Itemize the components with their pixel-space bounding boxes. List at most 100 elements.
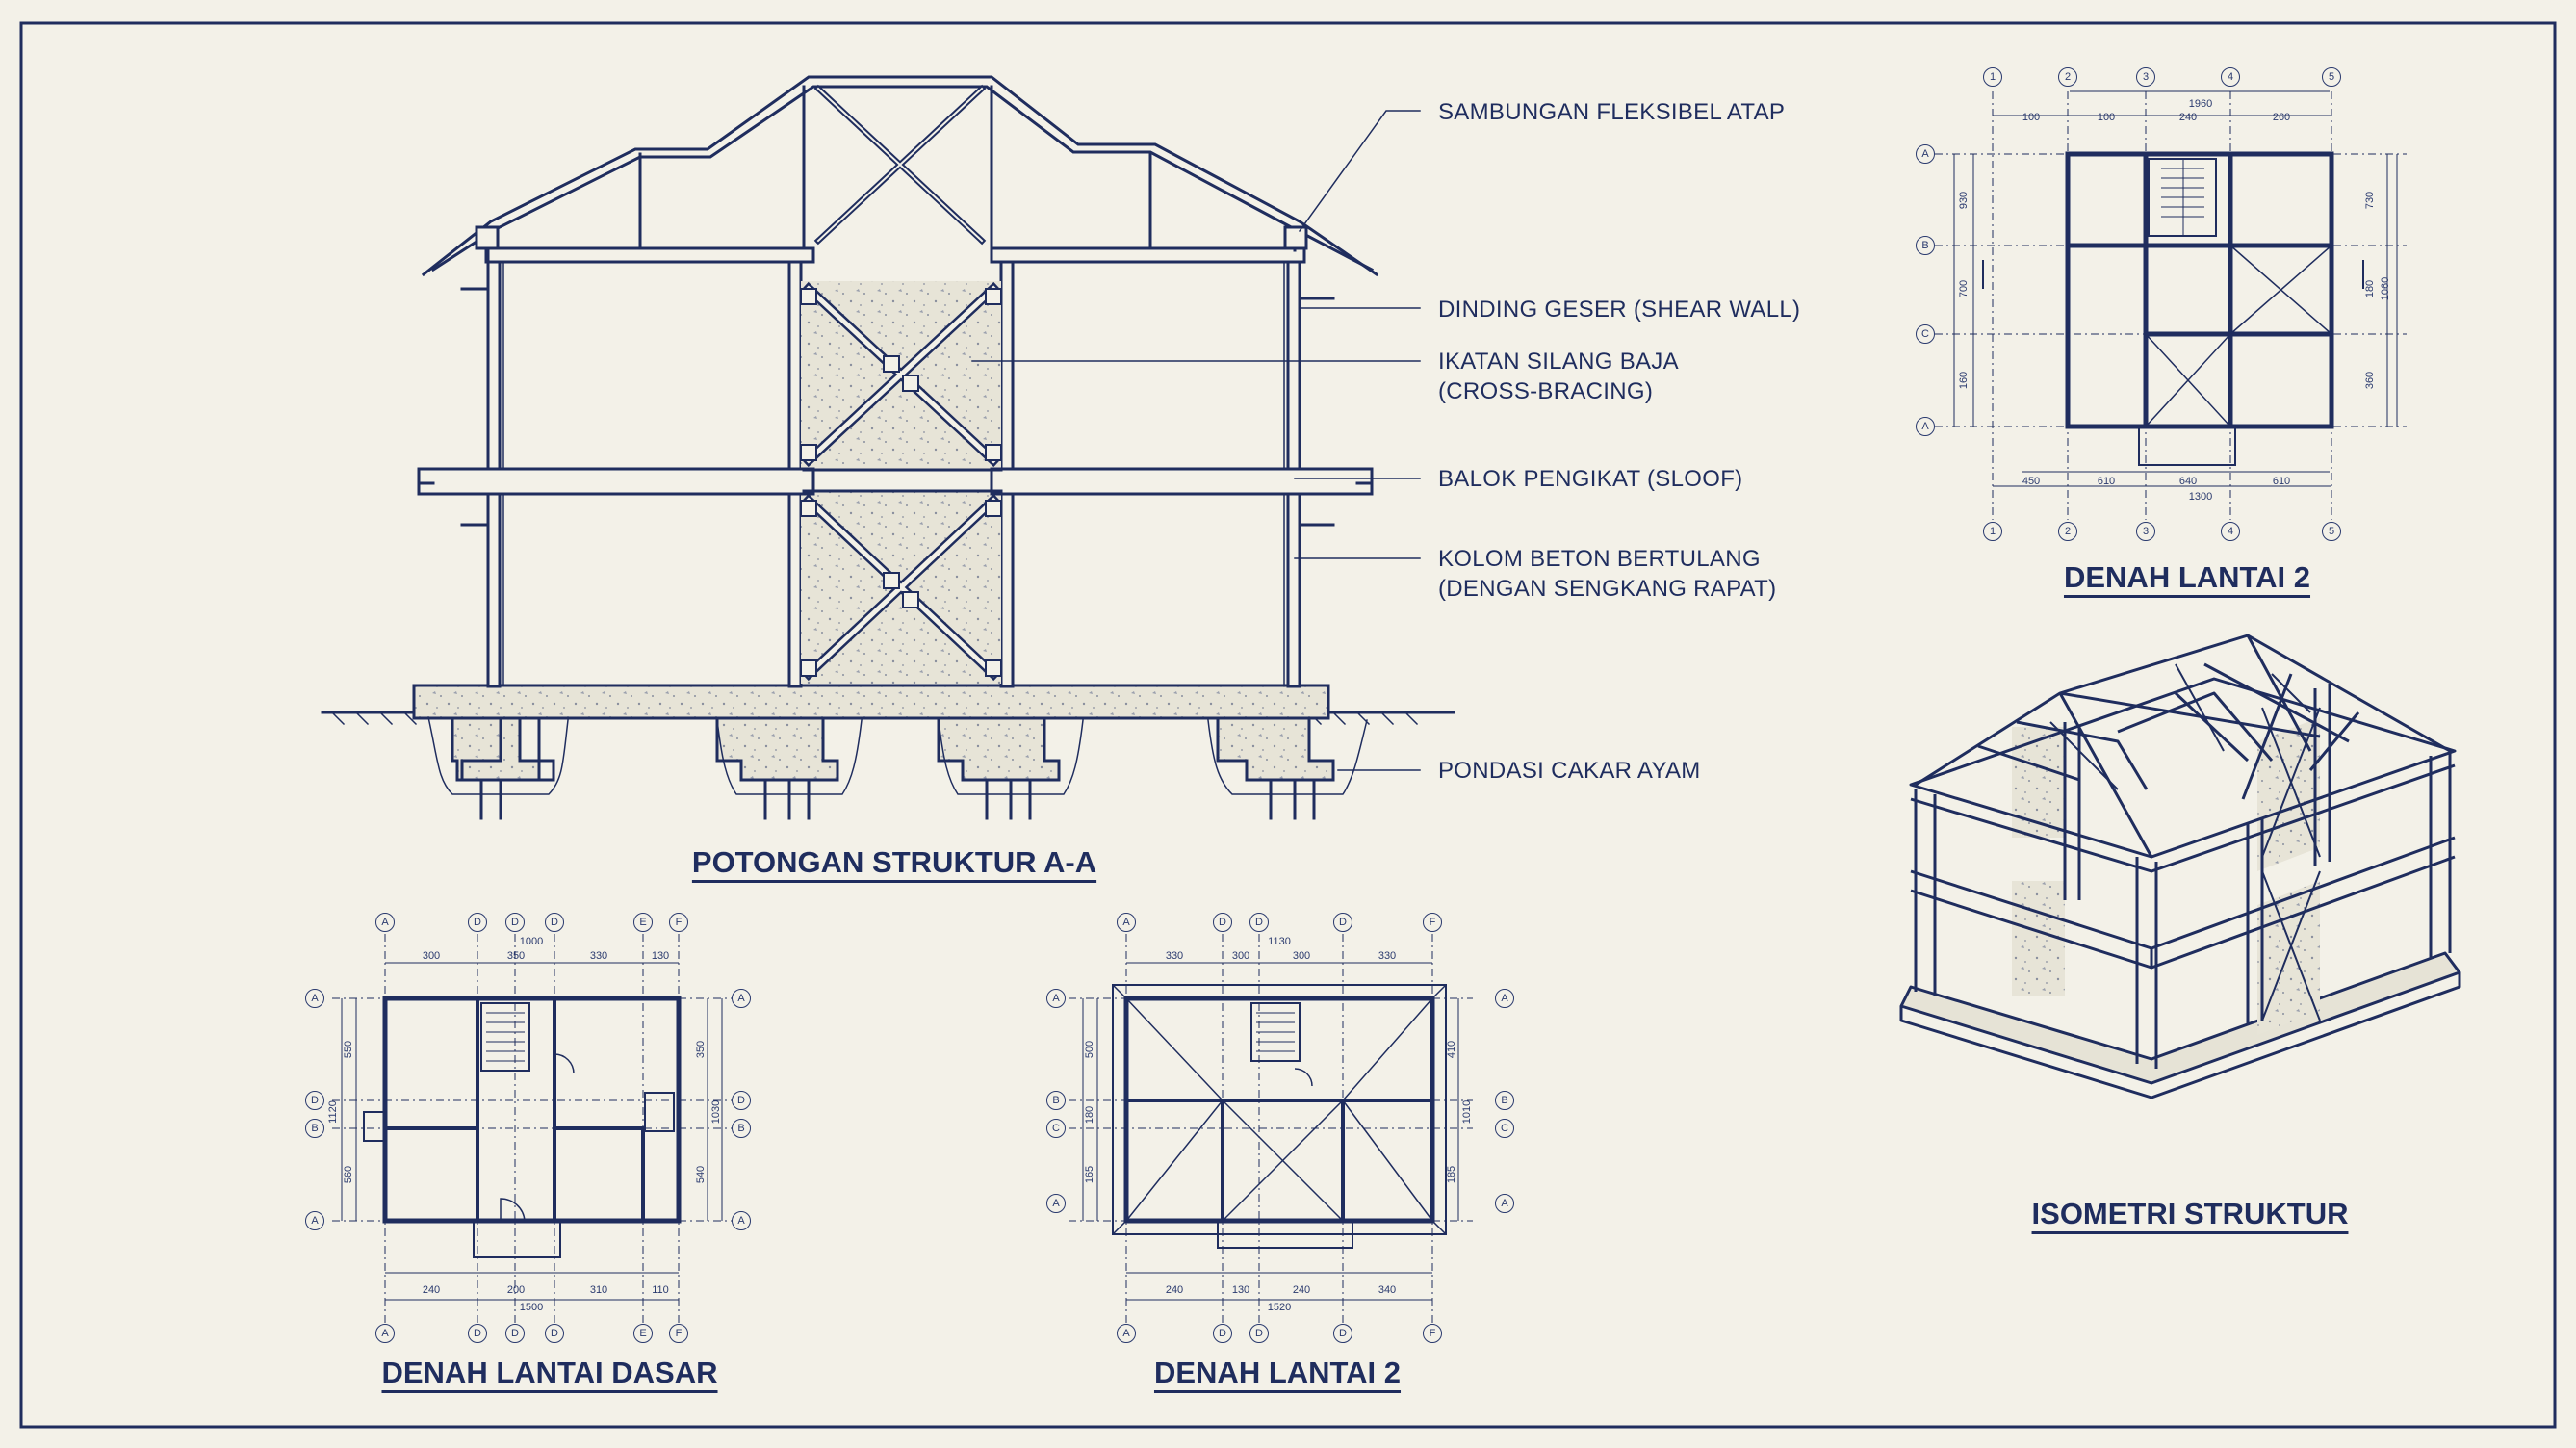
dim-overall-top: 1960: [2188, 98, 2213, 110]
grid-bubble: D: [1249, 913, 1269, 932]
grid-bubble: C: [1495, 1119, 1514, 1138]
dim-right: 350: [695, 1040, 707, 1059]
isometric-drawing: [1899, 634, 2461, 1099]
leaders: [971, 110, 1421, 771]
dim-left: 700: [1958, 279, 1970, 298]
grid-bubble: D: [545, 1324, 564, 1343]
dim-bottom: 130: [1231, 1284, 1250, 1296]
dim-top: 330: [1378, 950, 1397, 962]
plan-second-drawing: [1069, 934, 1473, 1338]
dim-bottom: 340: [1378, 1284, 1397, 1296]
grid-bubble: 3: [2136, 522, 2155, 541]
dim-top: 100: [2022, 112, 2041, 123]
section-drawing: [321, 75, 1455, 820]
shear-walls: [800, 281, 1002, 684]
grid-bubble: D: [1249, 1324, 1269, 1343]
grid-bubble: 1: [1983, 522, 2002, 541]
dim-bottom: 110: [652, 1284, 669, 1296]
dim-top: 330: [589, 950, 608, 962]
ground-slab: [412, 684, 1330, 720]
grid-bubble: A: [305, 989, 324, 1008]
label-tie-beam: BALOK PENGIKAT (SLOOF): [1438, 466, 1743, 492]
grid-bubble: 2: [2058, 67, 2077, 87]
grid-bubble: A: [1117, 1324, 1136, 1343]
dim-bottom: 240: [1292, 1284, 1311, 1296]
grid-bubble: B: [1495, 1091, 1514, 1110]
grid-bubble: D: [545, 913, 564, 932]
grid-bubble: D: [1333, 1324, 1352, 1343]
dim-right: 185: [1446, 1165, 1457, 1184]
grid-bubble: D: [468, 913, 487, 932]
dim-bottom: 310: [589, 1284, 608, 1296]
grid-bubble: B: [732, 1119, 751, 1138]
grid-bubble: F: [1423, 913, 1442, 932]
label-cross-bracing-en: (CROSS-BRACING): [1438, 378, 1654, 404]
dim-top: 300: [1231, 950, 1250, 962]
dim-left: 550: [343, 1040, 354, 1059]
dim-right: 540: [695, 1165, 707, 1184]
piles: [479, 778, 1316, 820]
grid-bubble: 5: [2322, 67, 2341, 87]
dim-overall-bottom: 1500: [519, 1302, 544, 1313]
grid-bubble: A: [375, 1324, 395, 1343]
dim-overall-bottom: 1520: [1267, 1302, 1292, 1313]
grid-bubble: C: [1046, 1119, 1066, 1138]
dim-right: 180: [2364, 279, 2376, 298]
dim-bottom: 610: [2272, 476, 2291, 487]
grid-bubble: E: [633, 1324, 653, 1343]
section-title: POTONGAN STRUKTUR A-A: [691, 845, 1097, 879]
dim-top: 240: [2178, 112, 2198, 123]
dim-left: 930: [1958, 191, 1970, 210]
dim-overall-right: 1010: [1461, 1099, 1473, 1125]
dim-right: 360: [2364, 371, 2376, 390]
label-column: KOLOM BETON BERTULANG: [1438, 546, 1761, 572]
dim-bottom: 640: [2178, 476, 2198, 487]
plan-second-title: DENAH LANTAI 2: [1153, 1356, 1402, 1389]
dim-top: 100: [2097, 112, 2116, 123]
grid-bubble: 4: [2221, 67, 2240, 87]
grid-bubble: A: [732, 1211, 751, 1230]
dim-overall-bottom: 1300: [2188, 491, 2213, 503]
footings: [451, 716, 1335, 782]
dim-bottom: 610: [2097, 476, 2116, 487]
dim-overall-right: 1060: [2380, 276, 2391, 301]
grid-bubble: F: [1423, 1324, 1442, 1343]
grid-bubble: D: [1213, 1324, 1232, 1343]
sheet-border: [19, 21, 2557, 1429]
iso-title: ISOMETRI STRUKTUR: [2031, 1197, 2349, 1230]
grid-bubble: F: [669, 1324, 688, 1343]
grid-bubble: B: [1046, 1091, 1066, 1110]
plan-ground-drawing: [332, 934, 741, 1338]
grid-bubble: A: [732, 989, 751, 1008]
grid-bubble: A: [1046, 989, 1066, 1008]
grid-bubble: A: [1916, 417, 1935, 436]
dim-right: 410: [1446, 1040, 1457, 1059]
dim-left: 500: [1084, 1040, 1095, 1059]
grid-bubble: A: [1046, 1194, 1066, 1213]
grid-bubble: D: [468, 1324, 487, 1343]
label-shear-wall: DINDING GESER (SHEAR WALL): [1438, 297, 1801, 323]
dim-left: 160: [1958, 371, 1970, 390]
dim-top: 130: [651, 950, 670, 962]
grid-bubble: A: [1495, 1194, 1514, 1213]
plan-top-title: DENAH LANTAI 2: [2063, 560, 2311, 594]
label-foundation: PONDASI CAKAR AYAM: [1438, 758, 1701, 784]
dim-left: 165: [1084, 1165, 1095, 1184]
beams: [417, 246, 1374, 496]
grid-bubble: B: [1916, 236, 1935, 255]
dim-left: 560: [343, 1165, 354, 1184]
grid-bubble: D: [305, 1091, 324, 1110]
grid-bubble: D: [1213, 913, 1232, 932]
dim-overall-left: 1120: [327, 1100, 339, 1124]
label-cross-bracing: IKATAN SILANG BAJA: [1438, 349, 1679, 375]
dim-top: 300: [1292, 950, 1311, 962]
grid-bubble: D: [505, 1324, 525, 1343]
grid-bubble: E: [633, 913, 653, 932]
grid-bubble: A: [1117, 913, 1136, 932]
plan-top-drawing: [1935, 90, 2407, 520]
grid-bubble: A: [375, 913, 395, 932]
grid-bubble: D: [1333, 913, 1352, 932]
dim-top: 300: [422, 950, 441, 962]
grid-bubble: C: [1916, 324, 1935, 344]
